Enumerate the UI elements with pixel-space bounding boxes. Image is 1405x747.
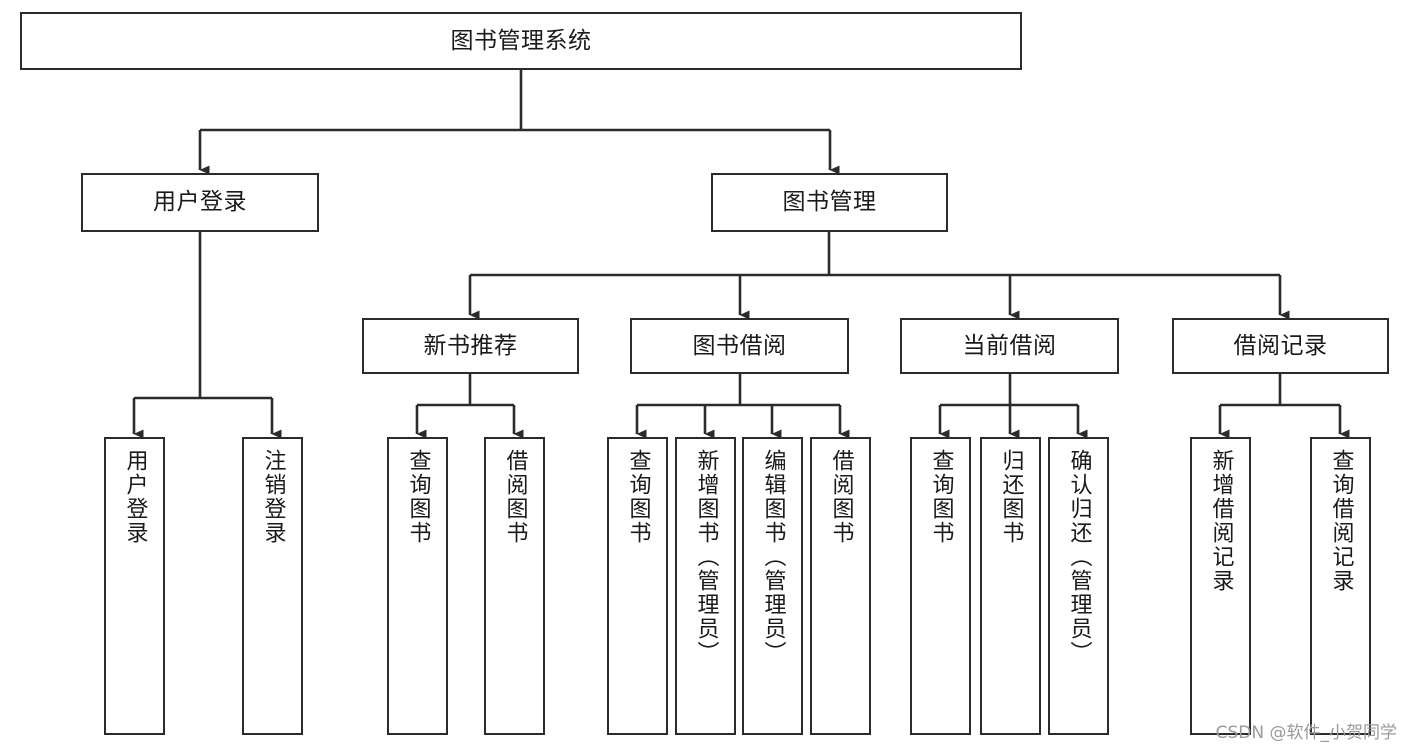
node-leaf-3: 借阅图书	[484, 437, 545, 735]
node-label: 查询图书	[625, 449, 651, 545]
node-leaf-9: 归还图书	[980, 437, 1041, 735]
node-leaf-4: 查询图书	[607, 437, 668, 735]
node-label: 当前借阅	[962, 332, 1057, 359]
node-level1-0: 用户登录	[81, 173, 319, 232]
node-label: 查询图书	[928, 449, 954, 545]
node-leaf-6: 编辑图书（管理员）	[742, 437, 803, 735]
node-label: 用户登录	[122, 449, 148, 545]
node-leaf-12: 查询借阅记录	[1310, 437, 1371, 735]
node-label: 查询图书	[405, 449, 431, 545]
node-leaf-0: 用户登录	[104, 437, 165, 735]
node-label: 图书管理系统	[450, 27, 592, 54]
node-label: 图书借阅	[692, 332, 787, 359]
node-leaf-2: 查询图书	[387, 437, 448, 735]
node-label: 图书管理	[782, 189, 877, 216]
watermark-text: CSDN @软件_小贺同学	[1215, 723, 1397, 743]
node-label: 借阅图书	[502, 449, 528, 545]
node-level2-3: 借阅记录	[1172, 318, 1389, 374]
node-level2-0: 新书推荐	[362, 318, 579, 374]
node-leaf-10: 确认归还（管理员）	[1048, 437, 1109, 735]
node-label: 新增借阅记录	[1208, 449, 1234, 593]
tree-connectors	[132, 70, 1350, 439]
node-label: 用户登录	[153, 189, 247, 216]
node-label: 编辑图书（管理员）	[760, 449, 786, 665]
node-level2-2: 当前借阅	[900, 318, 1119, 374]
node-label: 确认归还（管理员）	[1066, 449, 1092, 665]
node-label: 新书推荐	[423, 332, 518, 359]
node-root-0: 图书管理系统	[20, 12, 1022, 70]
node-label: 注销登录	[260, 449, 286, 545]
node-leaf-11: 新增借阅记录	[1190, 437, 1251, 735]
node-label: 借阅记录	[1233, 332, 1328, 359]
node-level2-1: 图书借阅	[630, 318, 849, 374]
node-leaf-1: 注销登录	[242, 437, 303, 735]
node-level1-1: 图书管理	[711, 173, 948, 232]
node-label: 归还图书	[998, 449, 1024, 545]
node-label: 新增图书（管理员）	[693, 449, 719, 665]
node-label: 查询借阅记录	[1328, 449, 1354, 593]
node-leaf-5: 新增图书（管理员）	[675, 437, 736, 735]
node-label: 借阅图书	[828, 449, 854, 545]
node-leaf-7: 借阅图书	[810, 437, 871, 735]
node-leaf-8: 查询图书	[910, 437, 971, 735]
